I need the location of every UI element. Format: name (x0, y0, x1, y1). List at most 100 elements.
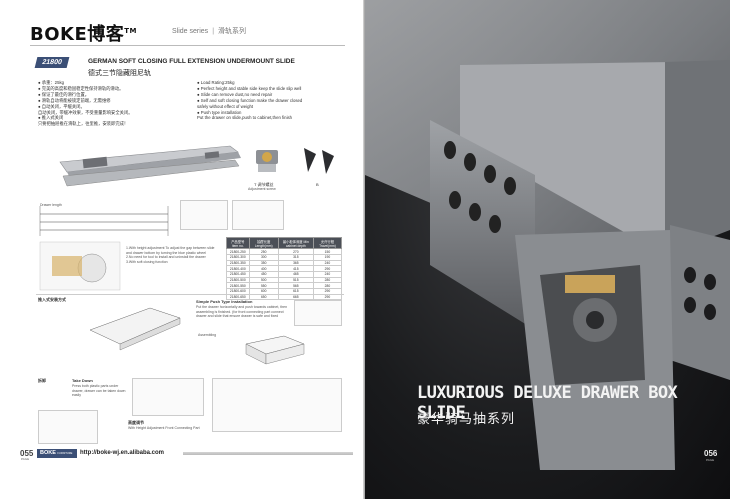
table-cell: 21800-500 (226, 276, 250, 284)
adjust-screw-en: Adjustment screw (248, 187, 276, 191)
page-word-right: PAGE (706, 458, 715, 462)
table-cell: 600 (248, 288, 279, 295)
rail-profile-drawing (232, 200, 284, 230)
spec-en-item-0: ● Load Rating:25kg (197, 80, 235, 85)
spec-cn-item-0: ● 承重：25kg (38, 80, 64, 85)
table-cell: 650 (248, 293, 279, 301)
spec-en-item-6: Put the drawer on slide,push to cabinet,… (197, 115, 293, 121)
drawer-length-label: Drawer length (40, 203, 62, 207)
table-cell: 21800-550 (226, 282, 250, 289)
bracket-b-label: B (316, 182, 319, 187)
table-cell: 21800-350 (226, 259, 250, 267)
table-cell: 550 (248, 282, 279, 289)
table-cell: 21800-250 (226, 248, 250, 255)
takedown-title-en: Take Down (72, 378, 93, 383)
drawer-slide-photo (365, 0, 730, 470)
table-cell: 400 (248, 265, 279, 272)
spec-cn-item-2: ● 保证了最佳的滑行位置。 (38, 91, 90, 97)
spec-en-item-5: ● Push type installation (197, 109, 242, 115)
left-catalog-page: BOKE博客TM Slide series|滑轨系列 21800 GERMAN … (20, 24, 365, 461)
promo-title-cn: 豪华骑马抽系列 (417, 411, 516, 426)
table-header: 允许行程 Travel(mm) (312, 236, 343, 250)
table-cell: 350 (248, 259, 279, 267)
section-divider (36, 294, 344, 295)
page-number-left: 055 (20, 449, 34, 458)
series-cn: 滑轨系列 (218, 28, 247, 35)
table-cell: 240 (312, 259, 343, 267)
table-header: 最小柜体深度 Min cabinet depth (277, 236, 314, 250)
drawer-section-drawing (180, 200, 228, 230)
install-text-en: Put the drawer horizontally and push tow… (196, 305, 288, 318)
table-cell: 450 (248, 270, 279, 278)
product-title-en: GERMAN SOFT CLOSING FULL EXTENSION UNDER… (88, 58, 295, 65)
table-cell: 280 (312, 282, 343, 289)
height-adjust-large-drawing (212, 378, 342, 432)
promo-title-en: LUXURIOUS DELUXE DRAWER BOX SLIDE (417, 383, 678, 423)
spec-en-item-2: ● Slide can remove dust,no need repair (197, 91, 273, 97)
table-cell: 290 (312, 288, 343, 295)
height-title-en: With Height Adjustment Front Connecting … (128, 426, 200, 430)
footer: 055 PAGE BOKE FURNITURE http://boke-wj.e… (20, 449, 365, 461)
takedown-drawer-drawing (38, 410, 98, 444)
table-cell: 280 (312, 276, 343, 284)
table-cell: 290 (312, 293, 343, 301)
header-divider (30, 45, 345, 46)
right-promo-page: LUXURIOUS DELUXE DRAWER BOX SLIDE 豪华骑马抽系… (365, 0, 730, 499)
adjust-screw-cn: T 调节螺丝 (254, 182, 274, 187)
product-title-cn: 德式三节隐藏阻尼轨 (88, 70, 151, 77)
brand-logo: BOKE博客TM (30, 24, 138, 45)
spec-en-item-3: ● Self and soft closing function make th… (197, 97, 303, 103)
spec-list-en: ● Load Rating:25kg● Perfect height and s… (197, 80, 347, 121)
takedown-diagram (132, 378, 204, 416)
table-cell: 21800-400 (226, 265, 250, 272)
footer-url-link[interactable]: http://boke-wj.en.alibaba.com (80, 450, 165, 456)
spec-cn-item-5: 自动关闭，带缓冲效果，不受重量影响安全关闭。 (38, 109, 133, 115)
table-cell: 300 (248, 253, 279, 261)
spec-cn-item-1: ● 完美的高度和稳固稳定性保持滑轨的滑动。 (38, 85, 124, 91)
page-word-left: PAGE (21, 457, 30, 461)
height-title-cn: 高度调节 (128, 420, 144, 425)
adjustment-notes: 1.With height adjustment To adjust the g… (126, 246, 222, 264)
footer-bar (183, 452, 353, 455)
adjustment-screw-image (256, 150, 278, 172)
install-diagram (89, 307, 181, 351)
spec-en-item-1: ● Perfect height and stable side keep th… (197, 85, 302, 91)
slide-rail-image (59, 145, 241, 187)
install-title-cn: 推入式安装方式 (38, 297, 66, 302)
page-number-right: 056 (704, 449, 718, 458)
adjust-note-3: 3.With soft closing function (126, 259, 168, 264)
specification-table: 产品型号 Item no.抽屉长度 Length(mm)最小柜体深度 Min c… (226, 236, 343, 301)
spec-en-item-4: safely without effect of weight (197, 103, 254, 109)
adjust-note-2: 2.No need for tool to install and uninst… (126, 255, 206, 259)
assembling-label: Assembling (198, 333, 217, 337)
table-cell: 500 (248, 276, 279, 284)
table-cell: 240 (312, 270, 343, 278)
product-code-badge: 21800 (34, 57, 70, 68)
table-header: 产品型号 Item no. (226, 236, 250, 250)
height-adjust-diagram (39, 241, 121, 291)
table-cell: 190 (312, 253, 343, 261)
install-detail-drawing (294, 300, 342, 326)
assembled-drawer-drawing (245, 335, 305, 365)
spec-cn-item-4: ● 自动关闭，平缓关闭。 (38, 103, 85, 109)
spec-cn-item-6: ● 推入式关闭 (38, 115, 64, 121)
footer-brand-box: BOKE FURNITURE (37, 449, 77, 458)
install-title-en: Simple Push Type Installation (196, 299, 253, 304)
takedown-text: Press both plastic parts under drawer, d… (72, 384, 126, 397)
spec-list-cn: ● 承重：25kg● 完美的高度和稳固稳定性保持滑轨的滑动。● 保证了最佳的滑行… (38, 80, 193, 127)
series-en: Slide series (172, 28, 209, 35)
adjust-note-0: 1.With height adjustment To adjust the g… (126, 246, 215, 250)
adjust-note-1: and drawer bottom by turning the blue pl… (126, 250, 206, 255)
spec-cn-item-3: ● 滑轨自动将能被锁定前端，无需维修 (38, 97, 111, 103)
spec-cn-item-7: 只要把抽屉推在滑轨上，往里推，安装即完成！ (38, 121, 129, 127)
takedown-title-cn: 拆卸 (38, 378, 46, 383)
series-breadcrumb: Slide series|滑轨系列 (172, 28, 247, 35)
